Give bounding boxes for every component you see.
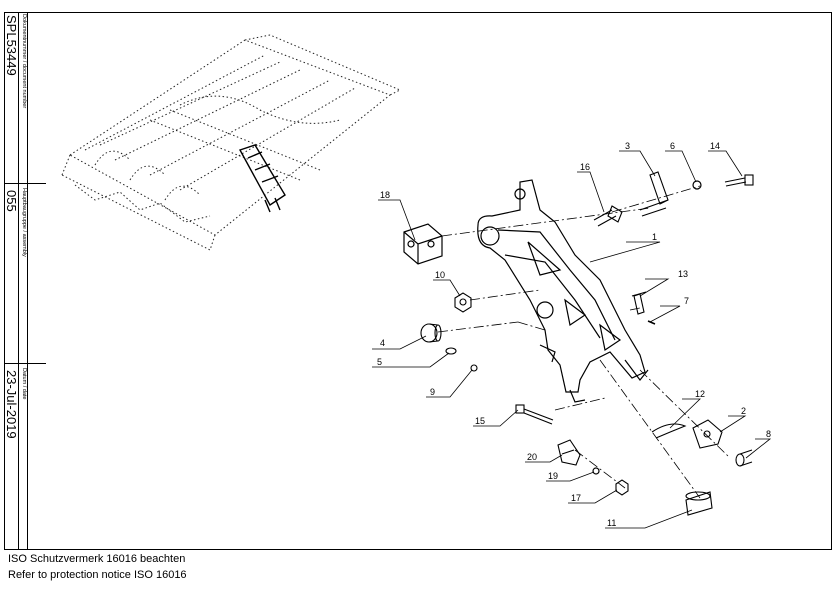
callout-2: 2 (741, 406, 746, 416)
part-10-nut (454, 292, 472, 313)
callout-18: 18 (380, 190, 390, 200)
callout-4: 4 (380, 338, 385, 348)
callout-8: 8 (766, 429, 771, 439)
title-block-row-assembly (4, 184, 46, 364)
callout-19: 19 (548, 471, 558, 481)
part-15-bolt (515, 404, 554, 425)
callout-7: 7 (684, 296, 689, 306)
callout-6: 6 (670, 141, 675, 151)
callout-10: 10 (435, 270, 445, 280)
title-block-label-column (19, 12, 28, 550)
part-18-block (403, 223, 443, 265)
part-19-washer (592, 467, 600, 475)
bucket-overview (61, 34, 402, 251)
callout-20: 20 (527, 452, 537, 462)
part-17-nut (615, 479, 629, 496)
title-block-row-document (4, 12, 46, 184)
callout-1: 1 (652, 232, 657, 242)
part-2-plate (692, 419, 723, 449)
protection-notice-de: ISO Schutzvermerk 16016 beachten (8, 553, 186, 565)
part-8-bolt (735, 449, 753, 467)
part-3-clip (639, 171, 669, 217)
callout-9: 9 (430, 387, 435, 397)
bucket-overview-bracket (238, 144, 286, 213)
callout-14: 14 (710, 141, 720, 151)
protection-notice-en: Refer to protection notice ISO 16016 (8, 569, 187, 581)
callout-labels: 1 2 3 4 5 6 7 8 9 10 11 12 13 14 15 16 1… (377, 141, 771, 528)
callout-13: 13 (678, 269, 688, 279)
callout-5: 5 (377, 357, 382, 367)
part-20-bracket (557, 439, 581, 466)
leader-lines (372, 150, 772, 529)
callout-15: 15 (475, 416, 485, 426)
part-11-bushing (685, 491, 713, 516)
callout-3: 3 (625, 141, 630, 151)
part-14-screw (724, 174, 754, 187)
callout-12: 12 (695, 389, 705, 399)
part-12-spring-clip (651, 423, 687, 439)
title-block: SPL53449 Dokumentnummer / document numbe… (4, 12, 46, 550)
callout-11: 11 (607, 518, 616, 528)
part-9-nut (470, 364, 478, 372)
part-4-roller (420, 323, 442, 343)
callout-17: 17 (571, 493, 581, 503)
part-13-pin (631, 291, 647, 315)
part-7-rod (647, 320, 656, 325)
callout-16: 16 (580, 162, 590, 172)
part-5-washer (445, 347, 457, 355)
part-6-washer (692, 180, 702, 190)
main-bracket (477, 179, 649, 403)
part-16-bolt (593, 205, 623, 227)
title-block-value-column (4, 12, 19, 550)
drawing-frame (4, 12, 832, 550)
